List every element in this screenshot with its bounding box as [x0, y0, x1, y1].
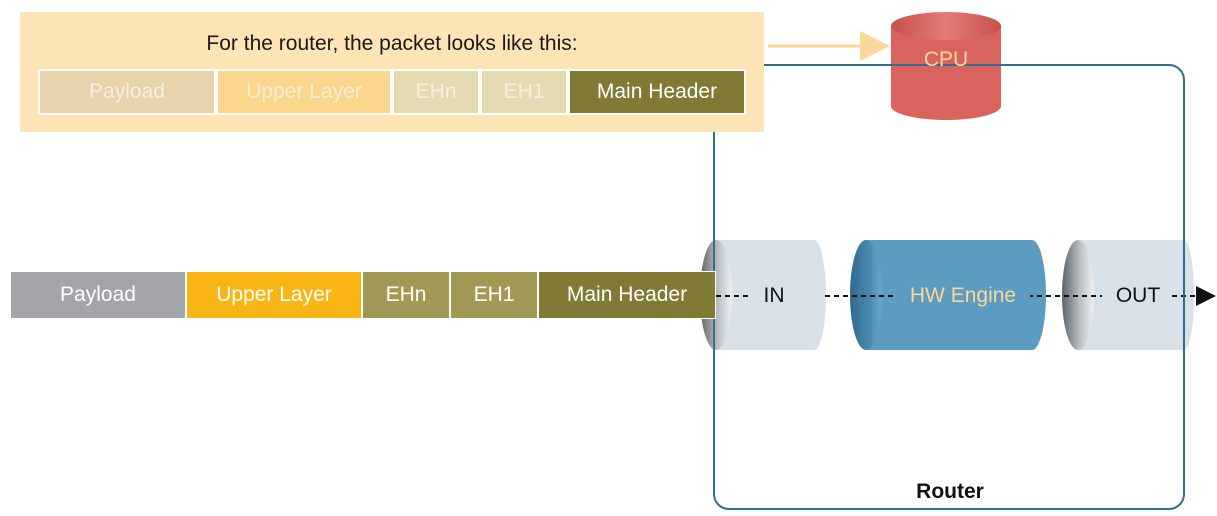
packet-segment-ehn: EHn — [362, 271, 450, 319]
callout-title: For the router, the packet looks like th… — [206, 32, 578, 55]
callout-segment-upper-layer: Upper Layer — [216, 69, 392, 115]
callout-segment-ehn: EHn — [392, 69, 480, 115]
cpu-label: CPU — [923, 48, 969, 71]
out-port-label: OUT — [1104, 281, 1172, 311]
callout-segment-eh1: EH1 — [480, 69, 568, 115]
cpu-cylinder — [891, 12, 1001, 120]
packet-segment-eh1: EH1 — [450, 271, 538, 319]
callout-segment-main-header: Main Header — [568, 69, 746, 115]
packet-segment-upper-layer: Upper Layer — [186, 271, 362, 319]
packet-segment-main-header: Main Header — [538, 271, 716, 319]
callout-segment-payload: Payload — [38, 69, 216, 115]
packet-view-callout: For the router, the packet looks like th… — [20, 12, 764, 132]
hw-engine-label: HW Engine — [896, 281, 1030, 311]
packet-segment-payload: Payload — [10, 271, 186, 319]
router-label: Router — [916, 480, 984, 503]
in-port-label: IN — [752, 281, 796, 311]
